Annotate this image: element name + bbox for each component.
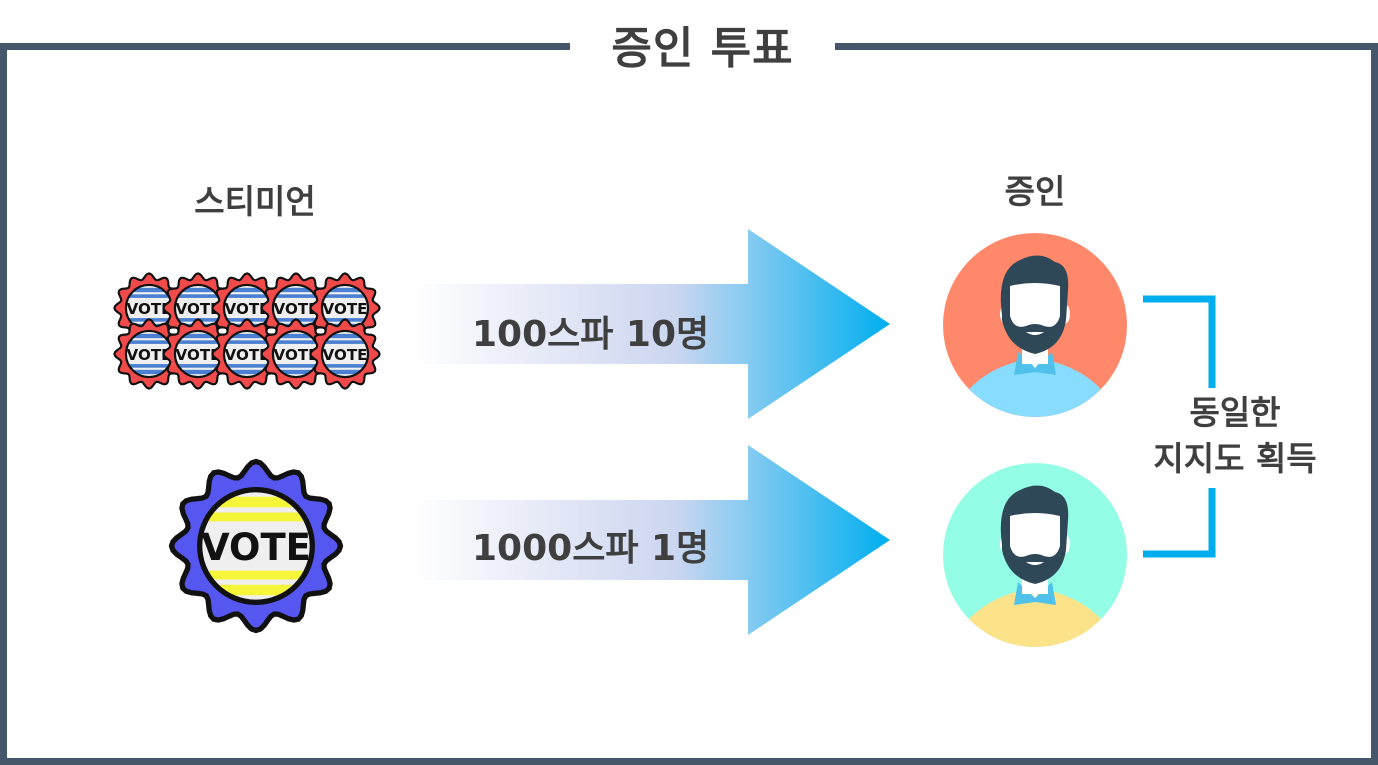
arrow-1 <box>412 229 890 419</box>
badge-text: VOTE <box>127 300 172 318</box>
big-vote-badge-icon: VOTE <box>168 458 344 634</box>
witness-avatar-1-icon <box>943 233 1127 417</box>
avatar-collar <box>1014 582 1056 605</box>
badge-text: VOTE <box>201 526 311 569</box>
result-text: 동일한 지지도 획득 <box>1130 390 1340 482</box>
avatar-face <box>1010 513 1060 557</box>
badge-text: VOTE <box>274 346 319 364</box>
badge-text: VOTE <box>225 346 270 364</box>
bracket-bottom <box>1143 488 1216 558</box>
witness-avatar-2-icon <box>943 463 1127 647</box>
bracket <box>1143 295 1216 558</box>
page-title: 증인 투표 <box>611 23 794 74</box>
avatar-collar <box>1014 352 1056 375</box>
small-vote-badge-icon: VOTE <box>211 318 283 390</box>
badge-text: VOTE <box>225 300 270 318</box>
arrow-label-1: 100스파 10명 <box>472 314 710 355</box>
badge-text: VOTE <box>176 300 221 318</box>
arrow-shape <box>412 445 890 635</box>
badge-text: VOTE <box>274 300 319 318</box>
badge-text: VOTE <box>176 346 221 364</box>
witness-label: 증인 <box>1004 172 1066 211</box>
badge-text: VOTE <box>127 346 172 364</box>
bracket-top <box>1143 295 1216 388</box>
avatar-face <box>1010 283 1060 327</box>
small-vote-badges: VOTE VOTE VOTE <box>113 272 403 404</box>
badge-text: VOTE <box>323 300 368 318</box>
small-vote-badge-icon: VOTE <box>309 318 381 390</box>
arrow-shape <box>412 229 890 419</box>
result-line-2: 지지도 획득 <box>1153 439 1317 478</box>
title-gap <box>570 38 835 54</box>
arrow-2 <box>412 445 890 635</box>
result-line-1: 동일한 <box>1189 393 1281 432</box>
badge-text: VOTE <box>323 346 368 364</box>
steemian-label: 스티미언 <box>194 182 316 221</box>
arrow-label-2: 1000스파 1명 <box>472 528 710 569</box>
